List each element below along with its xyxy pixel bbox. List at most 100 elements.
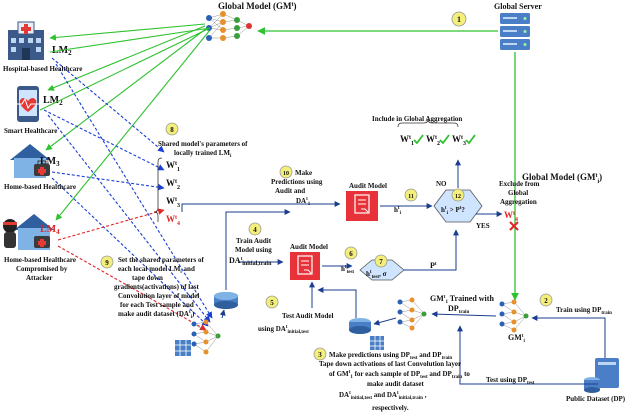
yes-label: YES bbox=[476, 222, 490, 230]
gm-network-icon-right bbox=[499, 299, 529, 333]
lm4-label: LM4 bbox=[40, 224, 60, 236]
svg-text:Tape down activations of last: Tape down activations of last Convolutio… bbox=[319, 360, 461, 368]
included-weights: Wt1 Wt2 Wt3 bbox=[400, 134, 466, 147]
svg-text:Make predictions using DPtest: Make predictions using DPtest and DPtrai… bbox=[329, 351, 452, 361]
svg-text:respectively.: respectively. bbox=[372, 404, 409, 412]
step-3-text: Make predictions using DPtest and DPtrai… bbox=[319, 351, 470, 412]
step-11-badge bbox=[404, 188, 418, 202]
p-t-label: Pt bbox=[430, 261, 437, 270]
svg-text:Audit and: Audit and bbox=[275, 187, 305, 195]
gm-right-small: GMti bbox=[508, 333, 525, 344]
global-model-right-label: Global Model (GMti) bbox=[522, 172, 602, 185]
weight-3: Wt3 bbox=[166, 196, 180, 209]
exclude-line3: Aggregation bbox=[500, 198, 537, 206]
step-9-badge bbox=[100, 255, 114, 269]
step-2-number: 2 bbox=[544, 297, 548, 305]
weights-list: Wt1 Wt2 Wt3 Wt4 bbox=[166, 160, 180, 227]
step-2-badge bbox=[539, 293, 553, 307]
exclude-line2: Global bbox=[508, 189, 528, 197]
net-to-db-arrow bbox=[219, 309, 226, 319]
step-5-number: 5 bbox=[270, 299, 274, 307]
h-test-label: httest bbox=[341, 265, 354, 275]
weight-2: Wt2 bbox=[166, 178, 180, 191]
svg-text:Predictions using: Predictions using bbox=[271, 178, 323, 186]
step-10-badge bbox=[279, 165, 293, 179]
db-to-train-arrow bbox=[225, 209, 291, 290]
public-dataset-label: Public Dataset (DP) bbox=[566, 395, 626, 403]
attacker-upload-arrows bbox=[57, 208, 207, 331]
check-icons bbox=[413, 134, 476, 145]
global-to-local-arrows bbox=[39, 23, 211, 221]
eval-to-decision-arrow bbox=[404, 229, 459, 271]
svg-text:Set the shared parameters of: Set the shared parameters of bbox=[118, 256, 204, 264]
exclude-line1: Exclude from bbox=[499, 180, 540, 188]
weight-1: Wt1 bbox=[166, 160, 180, 173]
attacker-home-icon bbox=[3, 214, 54, 250]
svg-text:Wt2: Wt2 bbox=[426, 134, 440, 147]
svg-text:for each Test sample and: for each Test sample and bbox=[120, 301, 194, 309]
da-initial-train: DAtinitial,train bbox=[229, 256, 272, 267]
grid-data-icon-mid bbox=[370, 336, 384, 350]
svg-text:tape down: tape down bbox=[132, 274, 163, 282]
step-4-badge bbox=[248, 222, 262, 236]
step-9-text: Set the shared parameters of each local … bbox=[114, 256, 204, 320]
step-1-number: 1 bbox=[457, 15, 461, 24]
weight-4: Wt4 bbox=[166, 214, 180, 227]
step-3-badge bbox=[313, 347, 327, 361]
public-dataset-icon bbox=[584, 358, 619, 393]
global-server-label: Global Server bbox=[494, 2, 542, 11]
shared-params-line2: locally trained LMi bbox=[174, 149, 232, 159]
dataset-to-gm-arrow bbox=[531, 315, 606, 360]
global-model-network-icon bbox=[206, 11, 252, 41]
step-11-number: 11 bbox=[408, 194, 414, 200]
gm-network-icon-mid bbox=[397, 297, 427, 331]
smartphone-icon bbox=[17, 86, 40, 122]
test-audit-line1: Test Audit Model bbox=[282, 312, 334, 320]
svg-text:of GMt1 for each sample of DPt: of GMt1 for each sample of DPtest and DP… bbox=[329, 370, 470, 380]
gm-trained-line1: GMt1 Trained with bbox=[430, 294, 494, 305]
svg-text:each local model LMi and: each local model LMi and bbox=[118, 265, 195, 275]
step-4-number: 4 bbox=[253, 226, 257, 234]
svg-text:Wt1: Wt1 bbox=[400, 134, 414, 147]
h-prime-label: hti bbox=[394, 206, 402, 216]
train-audit-line1: Train Audit bbox=[236, 237, 272, 245]
test-using-label: Test using DPtest bbox=[486, 376, 535, 386]
svg-text:make audit dataset (DAti): make audit dataset (DAti) bbox=[118, 310, 195, 320]
step-12-badge bbox=[451, 188, 465, 202]
step-7-badge bbox=[374, 254, 388, 268]
attacker-label-line1: Home-based Healthcare bbox=[4, 256, 76, 264]
svg-text:Make: Make bbox=[295, 169, 312, 177]
step-7-number: 7 bbox=[379, 258, 383, 266]
step-10-number: 10 bbox=[283, 171, 289, 177]
db-mid-to-audit-arrow bbox=[317, 287, 357, 318]
gm-right-to-mid-arrow bbox=[431, 311, 497, 318]
svg-text:gradients(activations) of last: gradients(activations) of last bbox=[114, 283, 199, 291]
step-8-badge bbox=[165, 122, 179, 136]
step-10-text: Make Predictions using Audit and DAt1 bbox=[271, 169, 323, 207]
train-audit-line2: Model using bbox=[235, 246, 272, 254]
step-12-number: 12 bbox=[455, 194, 461, 200]
svg-text:make audit dataset: make audit dataset bbox=[367, 380, 424, 388]
dataset-to-gm-mid-arrow bbox=[457, 325, 598, 385]
home-icon bbox=[10, 144, 50, 178]
step-6-number: 6 bbox=[349, 250, 353, 258]
database-icon-mid bbox=[349, 318, 371, 334]
gm-mid-to-db-arrow bbox=[373, 317, 397, 326]
decision-hexagon bbox=[433, 189, 483, 223]
svg-text:Wt3: Wt3 bbox=[452, 134, 466, 147]
svg-text:DAtinitial,test and DAtinitial: DAtinitial,test and DAtinitial,train , bbox=[339, 391, 427, 401]
home-healthcare-label: Home-based Healthcare bbox=[4, 183, 76, 191]
h-test-sigma: httest, σ bbox=[366, 270, 387, 280]
svg-text:Convolution layer of model: Convolution layer of model bbox=[118, 292, 199, 300]
step-1-badge bbox=[451, 11, 467, 27]
step-8-number: 8 bbox=[170, 126, 174, 134]
local-network-icon bbox=[191, 319, 221, 355]
step-9-number: 9 bbox=[105, 259, 109, 267]
step-5-badge bbox=[265, 295, 279, 309]
lm3-label: LM3 bbox=[40, 156, 60, 168]
audit-model-top-label: Audit Model bbox=[349, 182, 387, 190]
shared-params-line1: Shared model's parameters of bbox=[158, 140, 248, 148]
hospital-label: Hospital-based Healthcare bbox=[3, 65, 82, 73]
smart-healthcare-label: Smart Healthcare bbox=[4, 127, 57, 135]
